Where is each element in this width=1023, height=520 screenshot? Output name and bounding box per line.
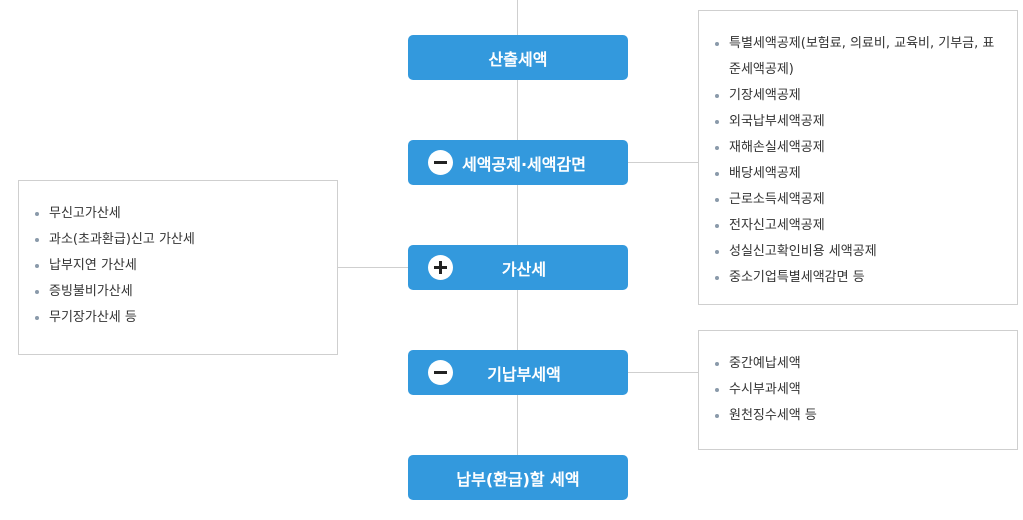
list-item: 재해손실세액공제 (715, 135, 1003, 161)
list-item: 납부지연 가산세 (35, 253, 323, 279)
list-item: 증빙불비가산세 (35, 279, 323, 305)
step-tax-credit-reduction: 세액공제·세액감면 (408, 140, 628, 185)
list-item: 원천징수세액 등 (715, 403, 1003, 429)
step-penalty-tax: 가산세 (408, 245, 628, 290)
list-item: 중소기업특별세액감면 등 (715, 265, 1003, 291)
credits-list: 특별세액공제(보험료, 의료비, 교육비, 기부금, 표준세액공제) 기장세액공… (715, 31, 1003, 291)
list-item: 전자신고세액공제 (715, 213, 1003, 239)
connector-step3-penalty (338, 267, 408, 268)
step-label: 기납부세액 (487, 364, 561, 384)
penalty-list: 무신고가산세 과소(초과환급)신고 가산세 납부지연 가산세 증빙불비가산세 무… (35, 201, 323, 331)
plus-icon (428, 255, 453, 280)
minus-icon (428, 150, 453, 175)
list-item: 수시부과세액 (715, 377, 1003, 403)
prepaid-box: 중간예납세액 수시부과세액 원천징수세액 등 (698, 330, 1018, 450)
minus-icon (428, 360, 453, 385)
vertical-connector (517, 0, 518, 455)
list-item: 중간예납세액 (715, 351, 1003, 377)
list-item: 외국납부세액공제 (715, 109, 1003, 135)
list-item: 배당세액공제 (715, 161, 1003, 187)
prepaid-list: 중간예납세액 수시부과세액 원천징수세액 등 (715, 351, 1003, 429)
credits-box: 특별세액공제(보험료, 의료비, 교육비, 기부금, 표준세액공제) 기장세액공… (698, 10, 1018, 305)
list-item: 과소(초과환급)신고 가산세 (35, 227, 323, 253)
connector-step4-prepaid (628, 372, 698, 373)
penalty-box: 무신고가산세 과소(초과환급)신고 가산세 납부지연 가산세 증빙불비가산세 무… (18, 180, 338, 355)
step-calculated-tax: 산출세액 (408, 35, 628, 80)
list-item: 기장세액공제 (715, 83, 1003, 109)
step-tax-payable-refundable: 납부(환급)할 세액 (408, 455, 628, 500)
list-item: 무기장가산세 등 (35, 305, 323, 331)
connector-step2-credits (628, 162, 698, 163)
step-prepaid-tax: 기납부세액 (408, 350, 628, 395)
list-item: 성실신고확인비용 세액공제 (715, 239, 1003, 265)
list-item: 특별세액공제(보험료, 의료비, 교육비, 기부금, 표준세액공제) (715, 31, 1003, 83)
step-label: 세액공제·세액감면 (462, 154, 586, 174)
list-item: 근로소득세액공제 (715, 187, 1003, 213)
step-label: 납부(환급)할 세액 (456, 469, 580, 489)
list-item: 무신고가산세 (35, 201, 323, 227)
step-label: 산출세액 (488, 49, 548, 69)
step-label: 가산세 (501, 259, 547, 279)
